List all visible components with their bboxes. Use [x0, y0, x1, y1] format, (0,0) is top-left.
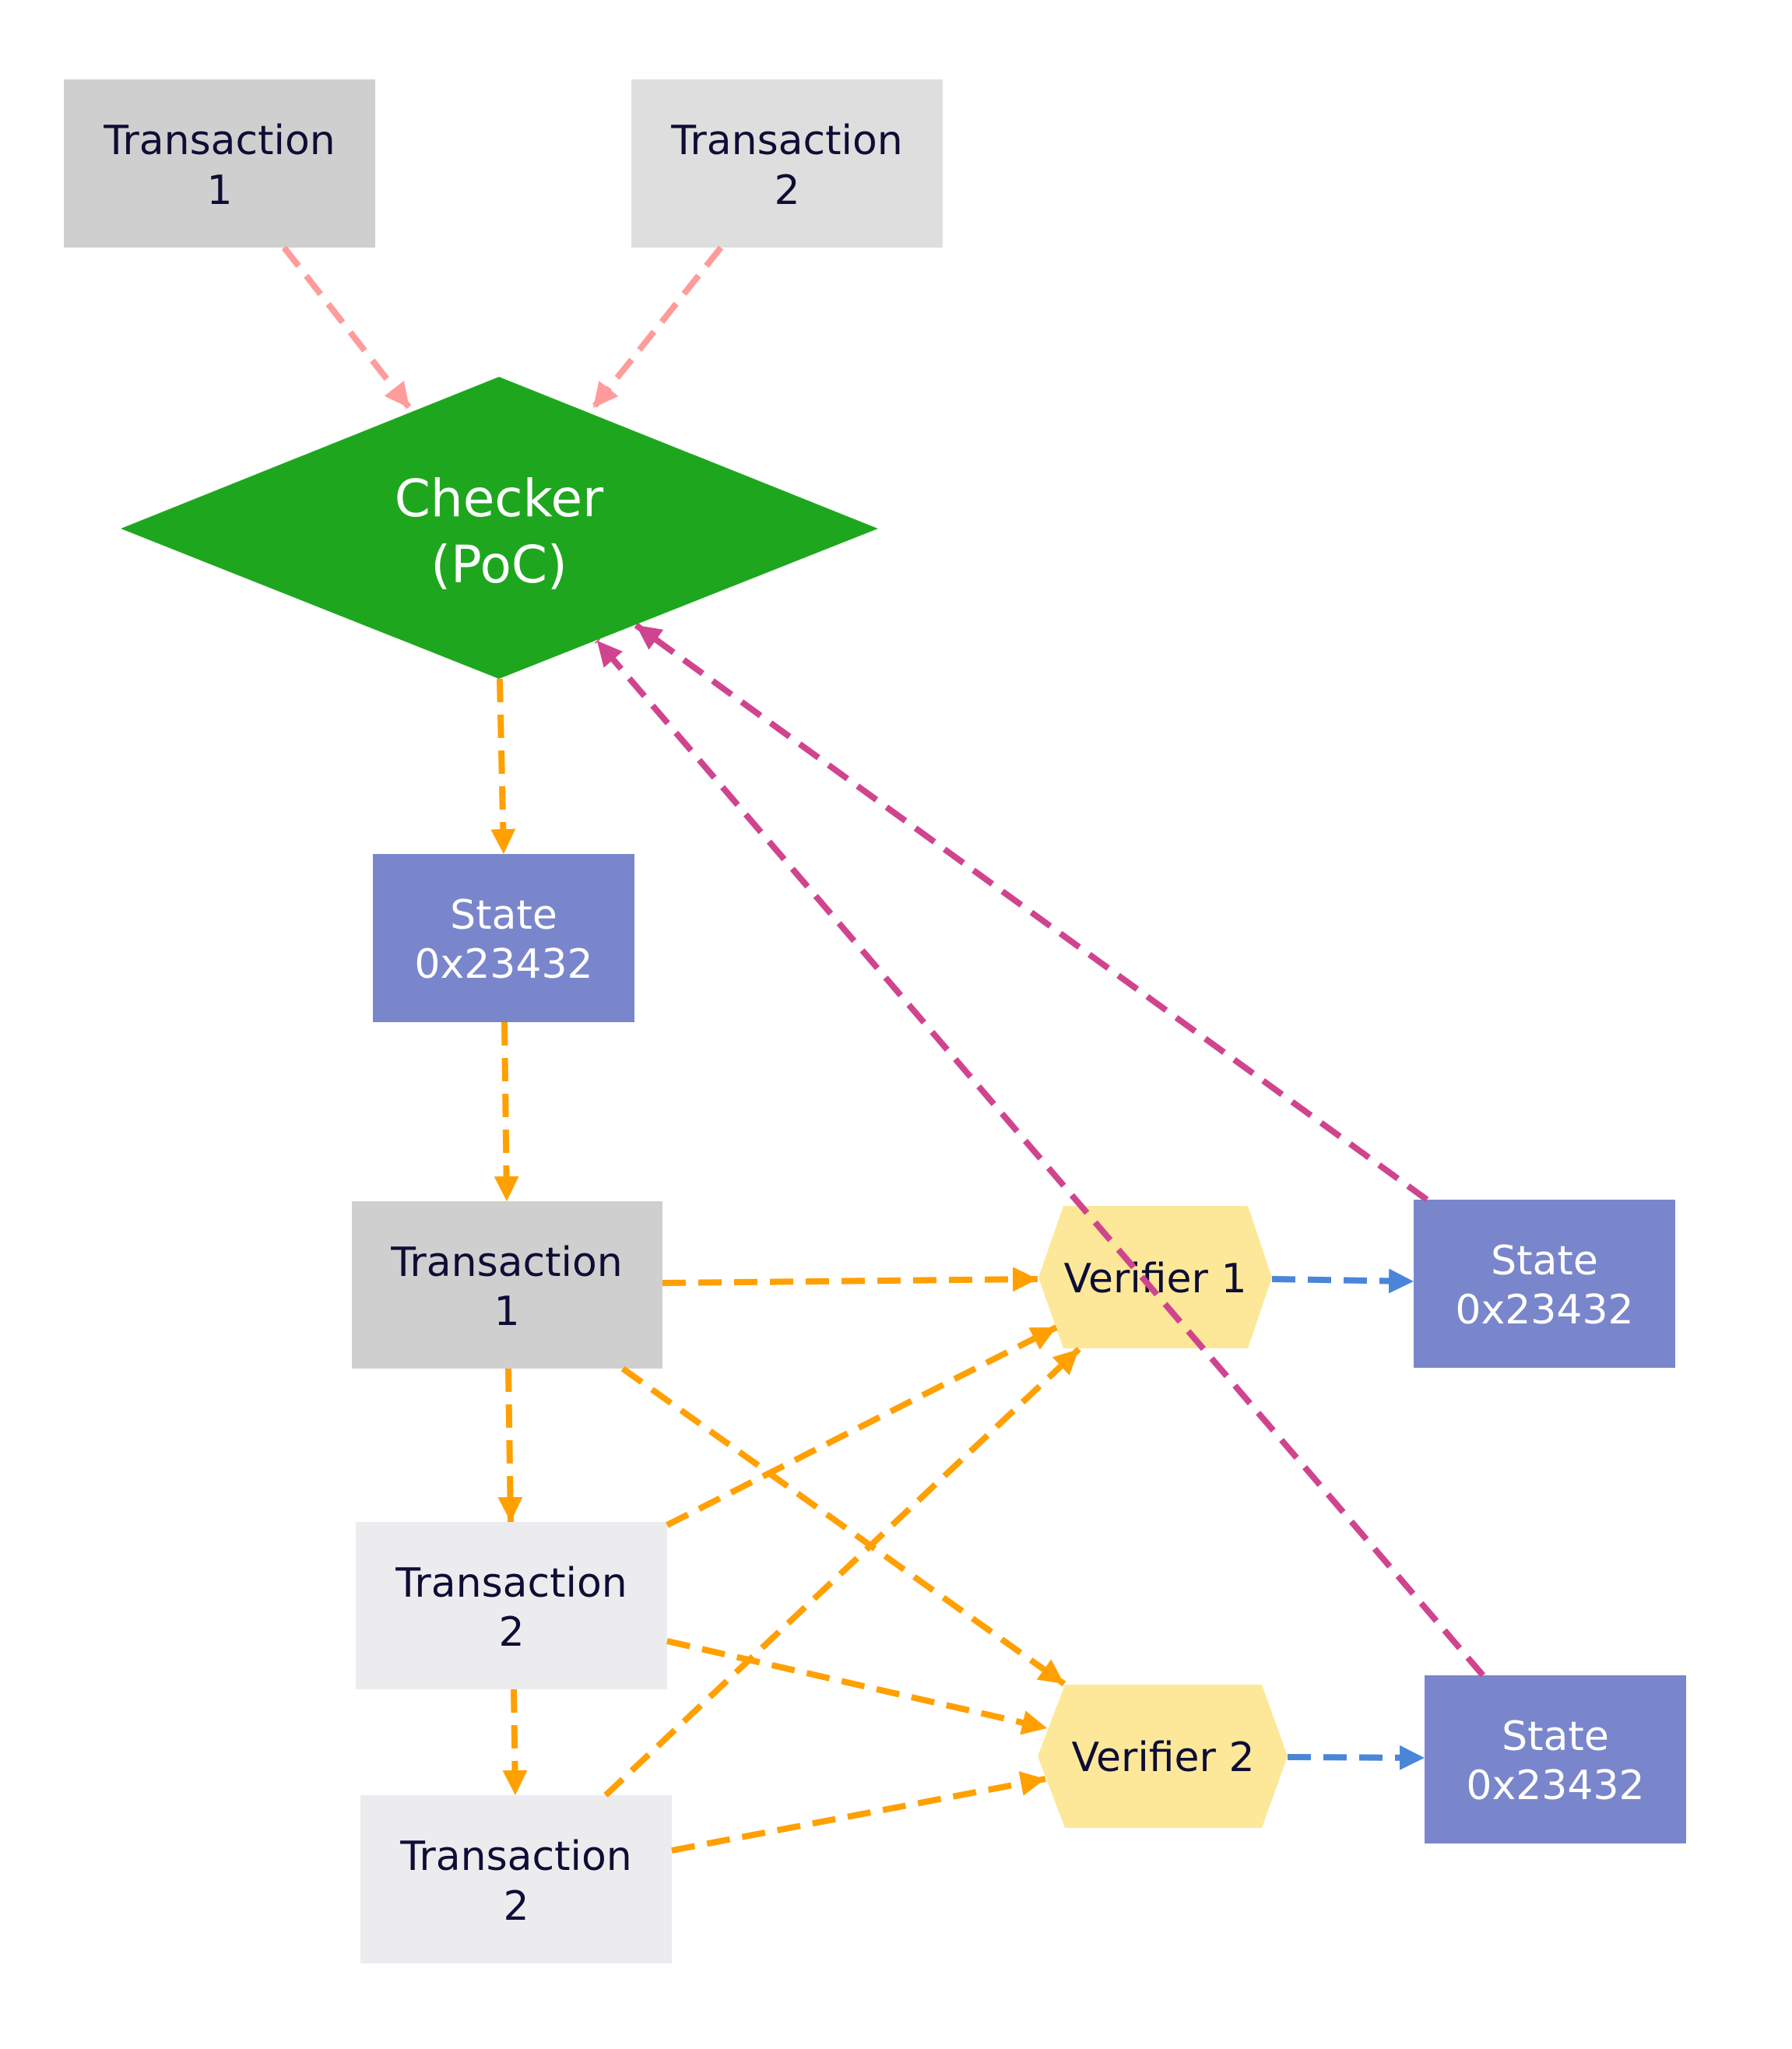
state-main-box[interactable]	[373, 854, 634, 1022]
edge-tx2-top-to-checker	[590, 245, 724, 410]
node-state-v1[interactable]: State 0x23432	[1414, 1200, 1675, 1368]
edge-checker-to-state-main	[490, 678, 516, 855]
transaction-2-top-label-line1: Transaction	[670, 118, 902, 164]
state-v2-label-line1: State	[1502, 1713, 1609, 1760]
node-checker[interactable]: Checker (PoC)	[121, 377, 878, 679]
transaction-2-bottom-box[interactable]	[360, 1795, 672, 1963]
transaction-2-mid-label-line2: 2	[498, 1609, 524, 1656]
edge-tx2-mid-to-verifier-1	[666, 1324, 1058, 1528]
state-v1-label-line2: 0x23432	[1455, 1287, 1633, 1334]
state-v2-box[interactable]	[1425, 1675, 1686, 1843]
edge-state-v1-to-checker	[634, 622, 1429, 1203]
state-v2-label-line2: 0x23432	[1466, 1763, 1644, 1809]
edge-state-v2-to-checker	[594, 638, 1486, 1678]
transaction-1-top-label-line1: Transaction	[103, 118, 335, 164]
edge-tx1-mid-to-tx2-mid	[497, 1368, 523, 1523]
node-transaction-1-mid[interactable]: Transaction 1	[352, 1201, 662, 1369]
transaction-1-top-label-line2: 1	[206, 167, 232, 214]
verifier-2-label: Verifier 2	[1071, 1734, 1254, 1781]
node-verifier-2[interactable]: Verifier 2	[1038, 1685, 1288, 1828]
transaction-2-mid-label-line1: Transaction	[395, 1560, 627, 1607]
edge-tx2-bottom-to-verifier-2	[671, 1771, 1046, 1854]
node-verifier-1[interactable]: Verifier 1	[1038, 1206, 1272, 1348]
node-state-main[interactable]: State 0x23432	[373, 854, 634, 1022]
transaction-1-mid-label-line1: Transaction	[390, 1239, 622, 1286]
node-transaction-2-bottom[interactable]: Transaction 2	[360, 1795, 672, 1963]
transaction-2-top-label-line2: 2	[774, 167, 799, 214]
edges	[281, 245, 1486, 1854]
node-transaction-1-top[interactable]: Transaction 1	[64, 79, 375, 248]
state-main-label-line2: 0x23432	[414, 941, 592, 988]
checker-label-line2: (PoC)	[430, 535, 567, 595]
transaction-1-mid-label-line2: 1	[494, 1288, 519, 1335]
edge-tx2-mid-to-verifier-2	[666, 1638, 1048, 1735]
edge-verifier-2-to-state-v2	[1287, 1745, 1425, 1770]
state-main-label-line1: State	[450, 892, 557, 939]
verifier-2-hexagon[interactable]	[1038, 1685, 1288, 1828]
node-transaction-2-mid[interactable]: Transaction 2	[356, 1522, 667, 1689]
transaction-2-bottom-label-line2: 2	[503, 1883, 529, 1930]
edge-tx1-mid-to-verifier-2	[620, 1365, 1066, 1687]
transaction-2-top-box[interactable]	[631, 79, 943, 248]
checker-label-line1: Checker	[395, 469, 604, 529]
state-v1-label-line1: State	[1491, 1238, 1598, 1285]
transaction-2-bottom-label-line1: Transaction	[399, 1833, 631, 1880]
transaction-2-mid-box[interactable]	[356, 1522, 667, 1689]
transaction-1-mid-box[interactable]	[352, 1201, 662, 1369]
checker-diamond[interactable]	[121, 377, 878, 679]
node-transaction-2-top[interactable]: Transaction 2	[631, 79, 943, 248]
node-state-v2[interactable]: State 0x23432	[1425, 1675, 1686, 1843]
edge-tx1-mid-to-verifier-1	[662, 1267, 1038, 1292]
transaction-1-top-box[interactable]	[64, 79, 375, 248]
state-v1-box[interactable]	[1414, 1200, 1675, 1368]
edge-tx1-top-to-checker	[281, 245, 413, 410]
edge-state-main-to-tx1-mid	[494, 1021, 519, 1202]
verifier-1-hexagon[interactable]	[1038, 1206, 1272, 1348]
edge-verifier-1-to-state-v1	[1271, 1268, 1414, 1294]
edge-tx2-bottom-to-verifier-1	[603, 1347, 1081, 1798]
edge-tx2-mid-to-tx2-bottom	[502, 1689, 528, 1796]
